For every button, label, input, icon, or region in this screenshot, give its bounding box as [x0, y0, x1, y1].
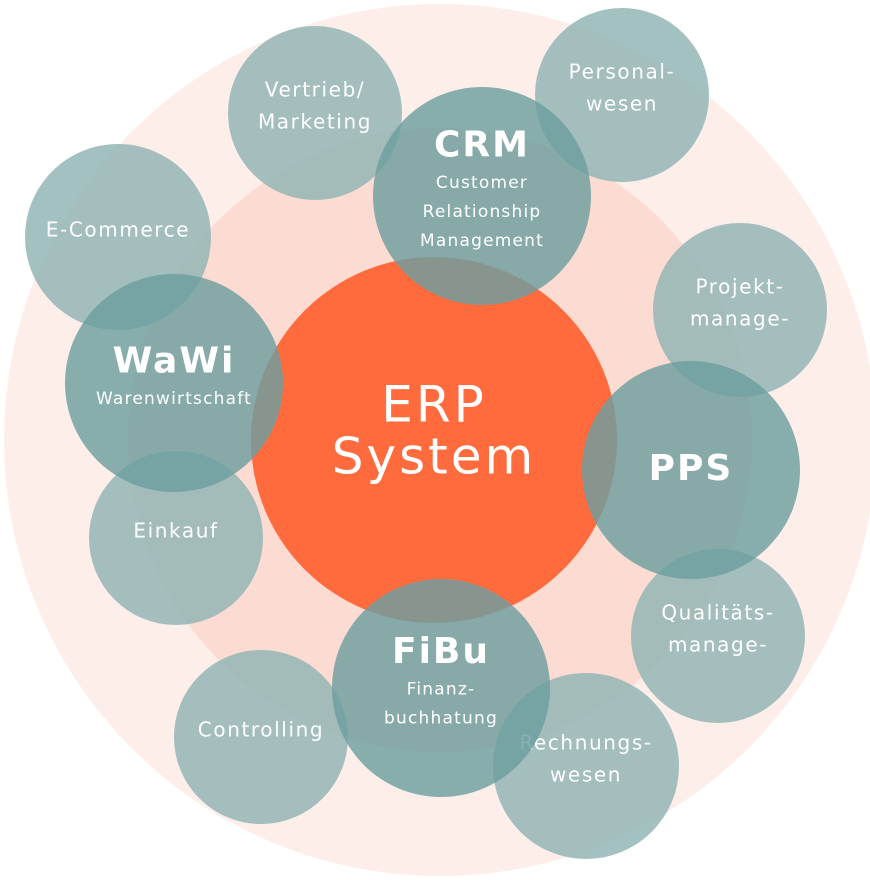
module-bubble-qualitaet: Qualitäts-manage-: [631, 549, 805, 723]
module-circle-einkauf: [89, 451, 263, 625]
module-bubble-controlling: Controlling: [174, 650, 348, 824]
erp-center-line: System: [332, 428, 536, 486]
module-subtitle-wawi: Warenwirtschaft: [96, 389, 252, 409]
module-subtitle-crm: Customer: [436, 173, 528, 193]
module-label-personal: wesen: [586, 92, 658, 116]
module-title-crm: CRM: [434, 125, 530, 166]
module-circle-pps: [582, 361, 800, 579]
module-label-vertrieb: Vertrieb/: [265, 78, 365, 102]
module-label-ecommerce: E-Commerce: [46, 218, 190, 242]
module-bubble-vertrieb: Vertrieb/Marketing: [228, 26, 402, 200]
module-label-projekt: Projekt-: [695, 275, 784, 299]
module-bubble-projekt: Projekt-manage-: [653, 223, 827, 397]
module-subtitle-crm: Management: [420, 231, 544, 251]
erp-center-line: ERP: [381, 376, 486, 434]
module-circle-vertrieb: [228, 26, 402, 200]
module-label-qualitaet: manage-: [668, 633, 768, 657]
module-circle-wawi: [65, 274, 283, 492]
module-title-pps: PPS: [649, 448, 734, 489]
module-label-rechnung: wesen: [550, 763, 622, 787]
module-bubble-einkauf: Einkauf: [89, 451, 263, 625]
module-label-projekt: manage-: [690, 307, 790, 331]
module-title-wawi: WaWi: [113, 341, 236, 382]
major-modules-layer: CRM CustomerRelationshipManagementWaWiWar…: [65, 87, 800, 797]
module-circle-fibu: [332, 579, 550, 797]
module-circle-crm: [373, 87, 591, 305]
module-circle-qualitaet: [631, 549, 805, 723]
module-label-vertrieb: Marketing: [258, 110, 372, 134]
module-subtitle-crm: Relationship: [423, 202, 542, 222]
module-circle-personal: [535, 8, 709, 182]
module-circle-projekt: [653, 223, 827, 397]
module-bubble-personal: Personal-wesen: [535, 8, 709, 182]
module-title-fibu: FiBu: [392, 631, 490, 672]
module-bubble-pps: PPS: [582, 361, 800, 579]
module-subtitle-fibu: buchhatung: [384, 709, 498, 729]
module-label-einkauf: Einkauf: [133, 519, 218, 543]
erp-center-circle: [251, 257, 617, 623]
module-label-controlling: Controlling: [198, 718, 324, 742]
module-label-rechnung: Rechnungs-: [519, 731, 652, 755]
module-circle-controlling: [174, 650, 348, 824]
module-label-qualitaet: Qualitäts-: [661, 601, 774, 625]
module-subtitle-fibu: Finanz-: [407, 680, 476, 700]
module-label-personal: Personal-: [569, 60, 676, 84]
